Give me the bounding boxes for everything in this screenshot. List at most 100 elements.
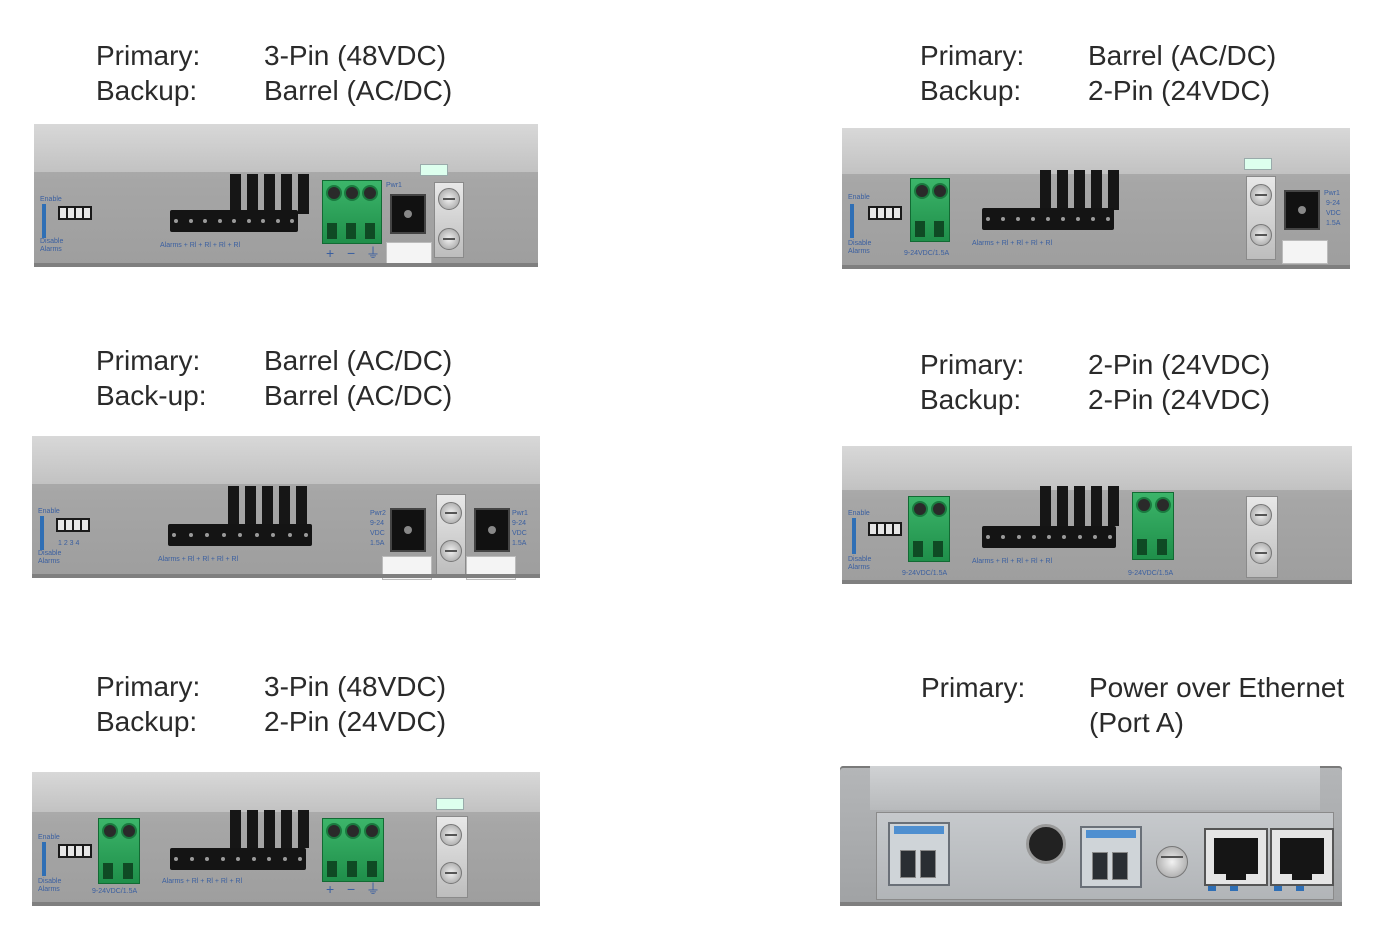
- barrel-jack: [1284, 190, 1320, 230]
- sfp-port-2: [1080, 826, 1142, 888]
- chassis-top: [34, 124, 538, 172]
- backup-value: 2-Pin (24VDC): [264, 706, 447, 737]
- pwr1-label: Pwr1: [1324, 190, 1340, 197]
- alarms-label: Alarms: [848, 564, 870, 571]
- rj45-port-b: [1270, 828, 1334, 886]
- 2pin-terminal-block-primary: [908, 496, 950, 562]
- port-led: [1230, 886, 1238, 891]
- amp-label: 1.5A: [370, 540, 385, 547]
- alarms-label: Alarms: [40, 246, 62, 253]
- dip-switch: [58, 844, 92, 858]
- alarm-pin-labels: Alarms + Rl + Rl + Rl + Rl: [972, 240, 1053, 247]
- backup-label: Back-up:: [96, 380, 207, 411]
- chassis-top: [870, 766, 1320, 810]
- label-sticker: [436, 798, 464, 810]
- ground-label: ⏚: [366, 245, 380, 261]
- enable-label: Enable: [38, 508, 60, 515]
- enable-label: Enable: [848, 510, 870, 517]
- caption-6: Primary:Power over Ethernet (Port A): [921, 670, 1344, 740]
- plus-label: +: [326, 245, 335, 261]
- backup-value: 2-Pin (24VDC): [1088, 384, 1271, 415]
- rj45-port-a: [1204, 828, 1268, 886]
- 2pin-terminal-block-backup: [1132, 492, 1174, 560]
- screw-icon: [1250, 504, 1272, 526]
- ground-label: ⏚: [366, 881, 380, 897]
- alarm-pin-labels: Alarms + Rl + Rl + Rl + Rl: [162, 878, 243, 885]
- primary-value: Power over Ethernet: [1089, 672, 1345, 703]
- primary-label: Primary:: [96, 345, 201, 376]
- alarm-relay-connector: [982, 208, 1114, 230]
- caption-3: Primary: Barrel (AC/DC) Back-up: Barrel (A…: [96, 343, 452, 413]
- alarm-pin-labels: Alarms + Rl + Rl + Rl + Rl: [972, 558, 1053, 565]
- alarm-relay-connector: [982, 526, 1116, 548]
- device-4-photo: Enable Disable Alarms 9-24VDC/1.5A Alarm…: [842, 446, 1352, 584]
- enable-label: Enable: [848, 194, 870, 201]
- primary-value: 3-Pin (48VDC): [264, 40, 447, 71]
- primary-value: Barrel (AC/DC): [264, 345, 453, 376]
- disable-label: Disable: [38, 878, 62, 885]
- device-3-photo: Enable 1 2 3 4 Disable Alarms Alarms + R…: [32, 436, 540, 580]
- dip-switch: [58, 206, 92, 220]
- 2pin-spec-label: 9-24VDC/1.5A: [902, 570, 948, 577]
- chassis-top: [842, 446, 1352, 490]
- backup-label: Backup:: [920, 384, 1022, 415]
- screw-icon: [440, 862, 462, 884]
- enable-led: [850, 204, 854, 238]
- pwr2-label: Pwr2: [370, 510, 386, 517]
- dip-switch: [868, 206, 902, 220]
- spec-label: 9-24: [1326, 200, 1341, 207]
- spec-label: 9-24: [512, 520, 527, 527]
- chassis-top: [842, 128, 1350, 174]
- 2pin-terminal-block: [910, 178, 950, 242]
- barrel-jack-pwr2: [390, 508, 426, 552]
- dip-switch: [868, 522, 902, 536]
- sfp-port-1: [888, 822, 950, 886]
- amp-label: 1.5A: [512, 540, 527, 547]
- enable-led: [42, 842, 46, 876]
- vdc-label: VDC: [512, 530, 527, 537]
- spec-label: 9-24: [370, 520, 385, 527]
- backup-value: Barrel (AC/DC): [264, 380, 453, 411]
- pwr1-label: Pwr1: [386, 182, 402, 189]
- amp-label: 1.5A: [1326, 220, 1341, 227]
- disable-label: Disable: [848, 556, 872, 563]
- 2pin-spec-label: 9-24VDC/1.5A: [1128, 570, 1174, 577]
- backup-label: Backup:: [96, 75, 198, 106]
- 2pin-spec-label: 9-24VDC/1.5A: [904, 250, 950, 257]
- enable-led: [42, 204, 46, 238]
- alarm-relay-connector: [170, 210, 298, 232]
- barrel-jack-pwr1: [474, 508, 510, 552]
- enable-label: Enable: [40, 196, 62, 203]
- alarm-relay-connector: [170, 848, 306, 870]
- primary-label: Primary:: [920, 349, 1025, 380]
- screw-icon: [440, 824, 462, 846]
- minus-label: −: [347, 881, 356, 897]
- alarms-label: Alarms: [848, 248, 870, 255]
- screw-icon: [438, 228, 460, 250]
- screw-icon: [440, 502, 462, 524]
- pwr1-label: Pwr1: [512, 510, 528, 517]
- label-sticker: [420, 164, 448, 176]
- screw-icon: [1250, 224, 1272, 246]
- primary-value: 3-Pin (48VDC): [264, 671, 447, 702]
- primary-value: Barrel (AC/DC): [1088, 40, 1277, 71]
- backup-label: Backup:: [96, 706, 198, 737]
- heatsink-fins: [1040, 486, 1119, 526]
- device-2-photo: Enable Disable Alarms 9-24VDC/1.5A Alarm…: [842, 128, 1350, 269]
- vdc-label: VDC: [370, 530, 385, 537]
- backup-value: 2-Pin (24VDC): [1088, 75, 1271, 106]
- alarm-relay-connector: [168, 524, 312, 546]
- dip-switch: [56, 518, 90, 532]
- device-6-photo: [840, 766, 1342, 906]
- alarms-label: Alarms: [38, 886, 60, 893]
- screw-icon: [1250, 184, 1272, 206]
- screw-icon: [1250, 542, 1272, 564]
- cable-clip: [386, 242, 432, 266]
- heatsink-fins: [1040, 170, 1119, 210]
- chassis-top: [32, 436, 540, 484]
- minus-label: −: [347, 245, 356, 261]
- primary-value: 2-Pin (24VDC): [1088, 349, 1271, 380]
- caption-4: Primary: 2-Pin (24VDC) Backup: 2-Pin (24VD…: [920, 347, 1270, 417]
- reset-button[interactable]: [1156, 846, 1188, 878]
- enable-led: [852, 518, 856, 554]
